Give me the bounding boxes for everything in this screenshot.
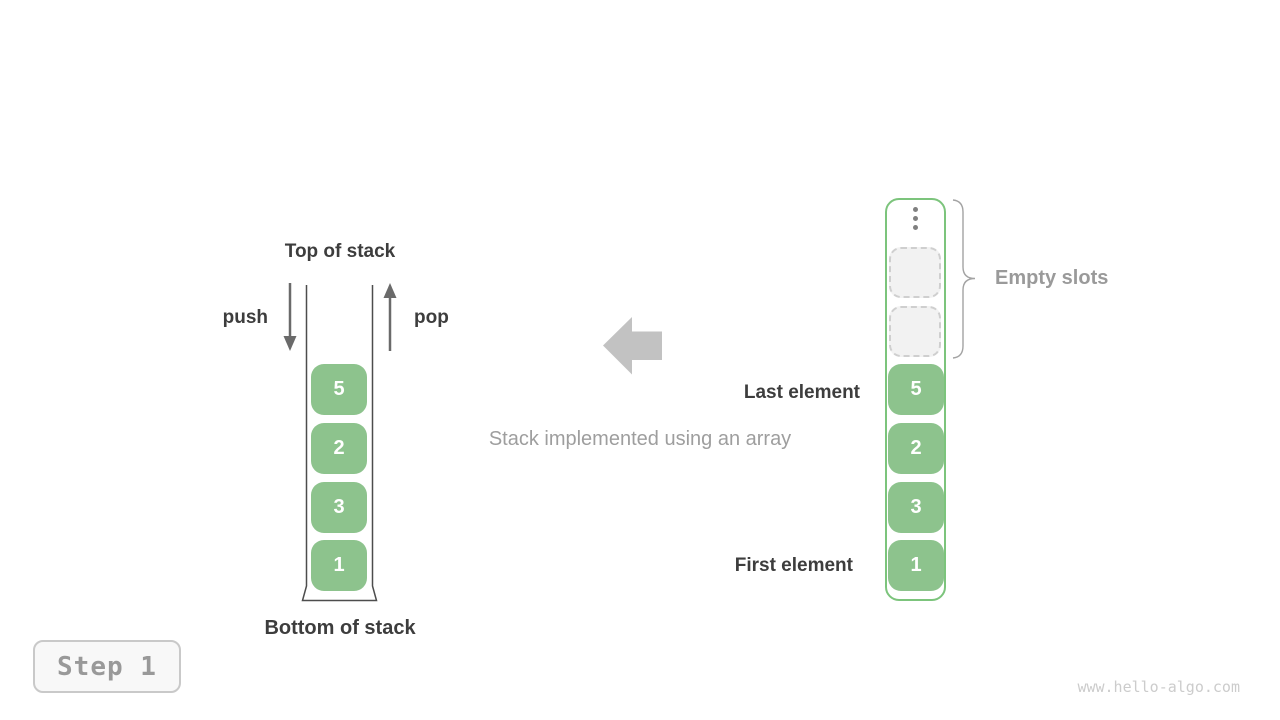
array-block: 2 bbox=[888, 423, 944, 474]
stack-block: 2 bbox=[311, 423, 367, 474]
curly-brace-icon bbox=[952, 199, 976, 359]
center-caption: Stack implemented using an array bbox=[488, 428, 792, 450]
step-badge: Step 1 bbox=[33, 640, 181, 693]
empty-slot bbox=[889, 247, 941, 298]
push-label: push bbox=[222, 307, 268, 328]
dot bbox=[913, 216, 918, 221]
empty-slot bbox=[889, 306, 941, 357]
stack-block: 5 bbox=[311, 364, 367, 415]
empty-slots-label: Empty slots bbox=[995, 267, 1109, 289]
array-block: 3 bbox=[888, 482, 944, 533]
stack-block: 1 bbox=[311, 540, 367, 591]
pop-up-arrow-icon bbox=[383, 283, 397, 351]
bottom-of-stack-label: Bottom of stack bbox=[264, 617, 416, 639]
ellipsis-icon bbox=[913, 207, 918, 230]
top-of-stack-label: Top of stack bbox=[284, 241, 396, 262]
array-block: 1 bbox=[888, 540, 944, 591]
watermark: www.hello-algo.com bbox=[1077, 678, 1240, 696]
push-down-arrow-icon bbox=[283, 283, 297, 351]
dot bbox=[913, 225, 918, 230]
last-element-label: Last element bbox=[743, 382, 860, 403]
stack-block: 3 bbox=[311, 482, 367, 533]
dot bbox=[913, 207, 918, 212]
pop-label: pop bbox=[414, 307, 449, 328]
array-block: 5 bbox=[888, 364, 944, 415]
first-element-label: First element bbox=[734, 555, 853, 576]
left-arrow-icon bbox=[603, 317, 662, 375]
